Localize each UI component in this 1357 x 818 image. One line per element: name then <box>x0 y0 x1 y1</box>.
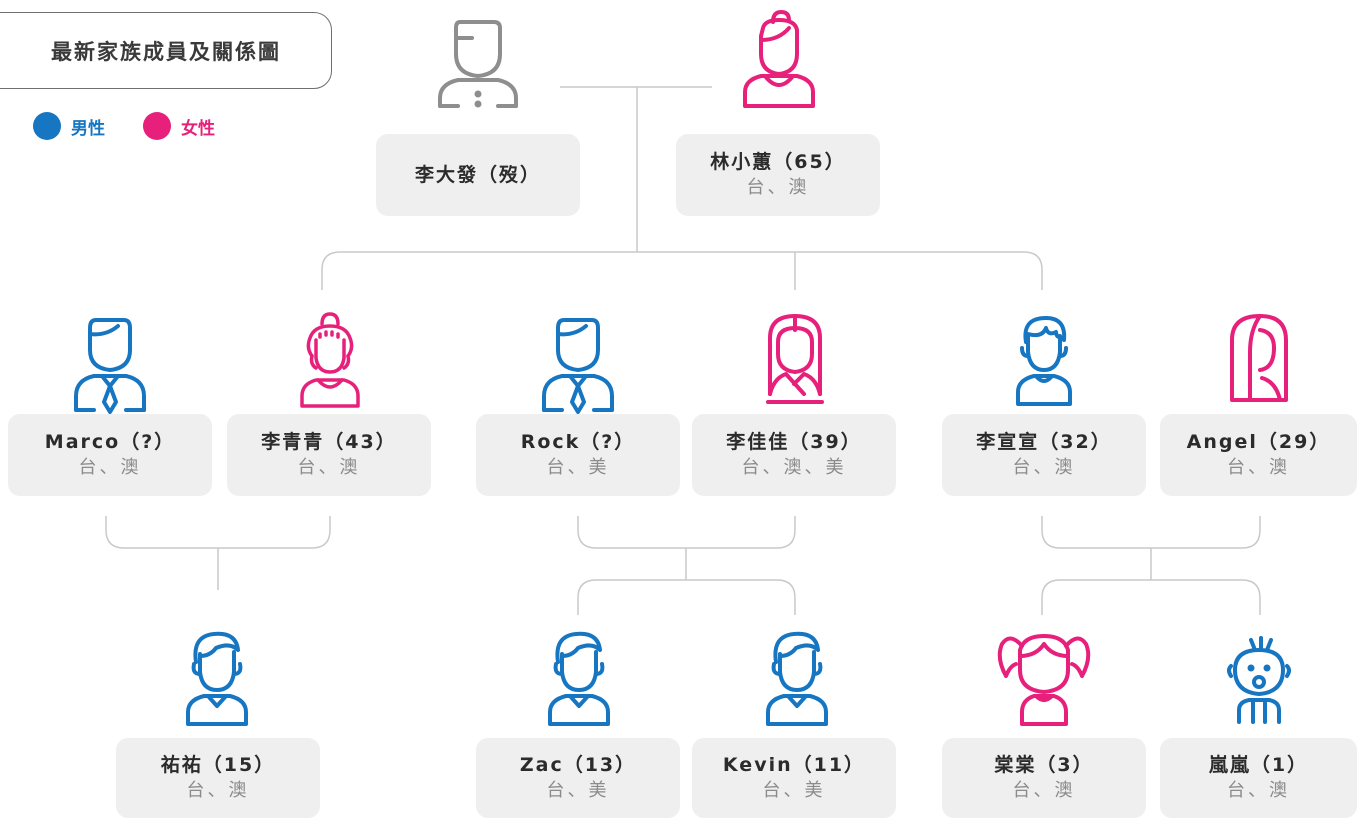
member-location: 台、澳 <box>186 780 250 801</box>
member-name: Angel（29） <box>1186 431 1331 453</box>
businessman-icon <box>542 318 614 414</box>
diagram-title: 最新家族成員及關係圖 <box>51 39 281 64</box>
male-dot-icon <box>33 112 61 140</box>
member-name: Kevin（11） <box>722 754 866 776</box>
boy-icon <box>766 631 828 726</box>
member-location: 台、澳 <box>297 457 361 478</box>
member-name: 林小蕙（65） <box>710 151 846 173</box>
member-card-grandfather: 李大發（歿） <box>376 134 580 216</box>
member-location: 台、澳 <box>1012 780 1076 801</box>
legend-female-label: 女性 <box>181 118 215 139</box>
member-card-youyou: 祐祐（15） 台、澳 <box>116 738 320 818</box>
boy-icon <box>548 631 610 726</box>
member-card-qingqing: 李青青（43） 台、澳 <box>227 414 431 496</box>
girl-pigtails-icon <box>997 634 1091 726</box>
young-man-icon <box>1016 316 1072 406</box>
member-location: 台、澳 <box>746 177 810 198</box>
member-card-rock: Rock（?） 台、美 <box>476 414 680 496</box>
member-card-kevin: Kevin（11） 台、美 <box>692 738 896 818</box>
man-outline-icon <box>438 20 518 108</box>
member-card-marco: Marco（?） 台、澳 <box>8 414 212 496</box>
member-location: 台、澳 <box>1227 780 1290 801</box>
member-location: 台、澳、美 <box>741 457 847 478</box>
member-card-jiajia: 李佳佳（39） 台、澳、美 <box>692 414 896 496</box>
member-name: 李佳佳（39） <box>726 431 862 453</box>
boy-icon <box>186 631 248 726</box>
legend-male: 男性 <box>33 112 105 140</box>
woman-side-hair-icon <box>1230 314 1288 402</box>
couple-line-xuanxuan-angel <box>1041 516 1261 549</box>
member-name: Marco（?） <box>44 431 176 453</box>
baby-icon <box>1227 636 1291 724</box>
member-card-xuanxuan: 李宣宣（32） 台、澳 <box>942 414 1146 496</box>
member-name: 棠棠（3） <box>994 754 1094 776</box>
member-name: Rock（?） <box>520 431 636 453</box>
couple-line-rock-jiajia <box>577 516 796 549</box>
member-location: 台、澳 <box>1227 457 1290 478</box>
member-name: 李大發（歿） <box>414 164 541 186</box>
member-card-lanlan: 嵐嵐（1） 台、澳 <box>1160 738 1357 818</box>
children-branch-tangtang-lanlan <box>1041 579 1261 615</box>
businessman-icon <box>74 318 146 414</box>
member-card-grandmother: 林小蕙（65） 台、澳 <box>676 134 880 216</box>
woman-bun-icon <box>743 10 815 108</box>
member-name: 李宣宣（32） <box>976 431 1112 453</box>
member-name: 李青青（43） <box>261 431 397 453</box>
member-card-zac: Zac（13） 台、美 <box>476 738 680 818</box>
female-dot-icon <box>143 112 171 140</box>
woman-long-hair-icon <box>766 314 824 404</box>
member-location: 台、美 <box>546 457 610 478</box>
legend-female: 女性 <box>143 112 215 140</box>
member-name: Zac（13） <box>519 754 637 776</box>
children-branch-line <box>321 251 1043 290</box>
member-location: 台、美 <box>546 780 610 801</box>
member-card-tangtang: 棠棠（3） 台、澳 <box>942 738 1146 818</box>
couple-line-marco-qingqing <box>105 516 331 549</box>
member-location: 台、美 <box>762 780 826 801</box>
member-location: 台、澳 <box>1012 457 1076 478</box>
member-location: 台、澳 <box>78 457 142 478</box>
member-name: 嵐嵐（1） <box>1208 754 1309 776</box>
member-card-angel: Angel（29） 台、澳 <box>1160 414 1357 496</box>
children-branch-zac-kevin <box>577 579 796 615</box>
woman-curly-bun-icon <box>300 312 360 408</box>
legend-male-label: 男性 <box>71 118 105 139</box>
member-name: 祐祐（15） <box>160 754 276 776</box>
diagram-title-box: 最新家族成員及關係圖 <box>0 12 332 89</box>
